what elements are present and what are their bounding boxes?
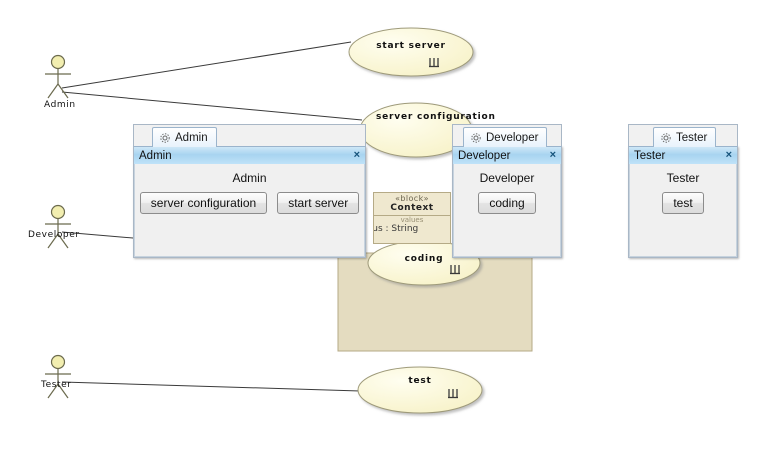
test-button[interactable]: test xyxy=(662,192,704,214)
block-name: Context xyxy=(390,203,434,213)
subsystem-icon-test xyxy=(448,389,458,399)
developer-heading: Developer xyxy=(479,171,535,185)
tab-tester[interactable]: Tester xyxy=(653,127,717,147)
tab-admin[interactable]: Admin xyxy=(152,127,217,147)
tester-window-title: Tester xyxy=(634,149,666,162)
admin-button-row: server configuration start server xyxy=(135,192,364,214)
close-icon[interactable]: × xyxy=(725,149,732,161)
developer-window[interactable]: Developer Developer × Developer coding xyxy=(452,124,562,258)
actor-tester xyxy=(45,354,71,399)
gear-icon xyxy=(159,132,171,144)
tester-window-body: Tester × Tester test xyxy=(628,146,738,258)
link-admin-start-server xyxy=(61,41,352,89)
actor-label-developer: Developer xyxy=(28,230,80,240)
admin-heading: Admin xyxy=(232,171,267,185)
usecase-label-server-configuration: server configuration xyxy=(376,112,496,122)
developer-window-tabstrip: Developer xyxy=(452,124,562,147)
block-values-compartment-label: values xyxy=(400,216,424,224)
close-icon[interactable]: × xyxy=(549,149,556,161)
developer-window-title: Developer xyxy=(458,149,511,162)
admin-window-tabstrip: Admin xyxy=(133,124,366,147)
server-configuration-button[interactable]: server configuration xyxy=(139,192,268,214)
usecase-label-test: test xyxy=(408,376,432,386)
sysml-block-context: «block» Context values status : String xyxy=(373,192,451,244)
developer-window-content: Developer coding xyxy=(453,164,561,257)
gear-icon xyxy=(660,132,672,144)
block-header: «block» Context xyxy=(374,193,450,213)
developer-button-row: coding xyxy=(454,192,560,214)
tester-heading: Tester xyxy=(666,171,700,185)
subsystem-icon-coding xyxy=(450,265,460,275)
subsystem-icon-start-server xyxy=(429,58,439,68)
block-stereotype: «block» xyxy=(395,194,429,203)
tab-developer[interactable]: Developer xyxy=(463,127,548,147)
admin-window-title: Admin xyxy=(139,149,172,162)
coding-button[interactable]: coding xyxy=(478,192,536,214)
actor-admin xyxy=(45,54,71,99)
tester-window-content: Tester test xyxy=(629,164,737,257)
admin-window-titlebar[interactable]: Admin × xyxy=(134,147,365,164)
tester-window-titlebar[interactable]: Tester × xyxy=(629,147,737,164)
tester-window-tabstrip: Tester xyxy=(628,124,738,147)
admin-window-body: Admin × Admin server configuration start… xyxy=(133,146,366,258)
tab-admin-label: Admin xyxy=(175,131,208,144)
start-server-button[interactable]: start server xyxy=(277,192,360,214)
tab-tester-label: Tester xyxy=(676,131,708,144)
usecase-ellipse-start-server xyxy=(348,27,474,77)
usecase-label-coding: coding xyxy=(404,254,444,264)
gear-icon xyxy=(470,132,482,144)
tab-developer-label: Developer xyxy=(486,131,539,144)
actor-label-tester: Tester xyxy=(41,380,72,390)
actor-developer xyxy=(45,204,71,249)
developer-window-titlebar[interactable]: Developer × xyxy=(453,147,561,164)
admin-window[interactable]: Admin Admin × Admin server configuration… xyxy=(133,124,366,258)
close-icon[interactable]: × xyxy=(353,149,360,161)
block-attribute-status: status : String xyxy=(373,224,419,234)
actor-label-admin: Admin xyxy=(44,100,76,110)
tester-button-row: test xyxy=(630,192,736,214)
developer-window-body: Developer × Developer coding xyxy=(452,146,562,258)
usecase-ellipse-test xyxy=(357,366,483,414)
admin-window-content: Admin server configuration start server xyxy=(134,164,365,257)
tester-window[interactable]: Tester Tester × Tester test xyxy=(628,124,738,258)
link-tester-test xyxy=(61,381,361,392)
usecase-label-start-server: start server xyxy=(376,41,446,51)
link-admin-server-configuration xyxy=(61,91,363,121)
block-separator xyxy=(374,215,450,216)
